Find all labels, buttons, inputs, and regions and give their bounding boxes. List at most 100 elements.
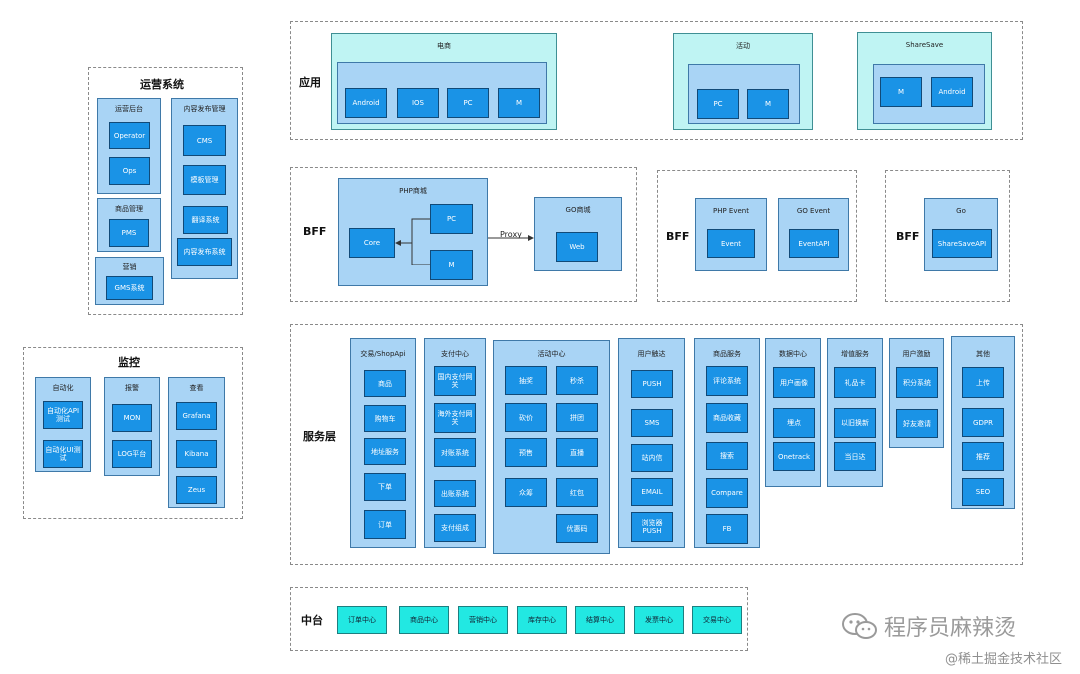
chip-group-buy: 拼团: [556, 403, 598, 432]
content-publish-title: 内容发布管理: [183, 105, 226, 113]
chip-ops: Ops: [109, 157, 150, 185]
chip-trade-order: 订单: [364, 510, 406, 539]
php-mall-title: PHP商城: [399, 187, 427, 195]
chip-seo: SEO: [962, 478, 1004, 506]
chip-lottery: 抽奖: [505, 366, 547, 395]
operations-system-title: 运营系统: [140, 78, 184, 91]
chip-gms: GMS系统: [106, 276, 153, 300]
chip-same-day: 当日达: [834, 442, 876, 471]
bff-section-1: [290, 167, 637, 302]
chip-ecom-pc: PC: [447, 88, 489, 118]
application-title: 应用: [299, 76, 321, 89]
middle-platform-title: 中台: [301, 614, 323, 627]
activity-center-title: 活动中心: [537, 350, 566, 358]
chip-event-api: EventAPI: [789, 229, 839, 258]
automation-title: 自动化: [52, 384, 74, 392]
php-event-title: PHP Event: [713, 207, 749, 215]
chip-reconciliation: 对账系统: [434, 438, 476, 467]
chip-activity-pc: PC: [697, 89, 739, 119]
watermark-community: @稀土掘金技术社区: [945, 652, 1063, 667]
chip-marketing-center: 营销中心: [458, 606, 508, 634]
chip-inbox: 站内信: [631, 444, 673, 472]
chip-product-center: 商品中心: [399, 606, 449, 634]
chip-operator: Operator: [109, 122, 150, 149]
chip-product-favorite: 商品收藏: [706, 403, 748, 433]
view-title: 查看: [189, 384, 204, 392]
chip-compare: Compare: [706, 478, 748, 508]
go-mall-title: GO商城: [565, 206, 591, 214]
value-added-title: 增值服务: [841, 350, 869, 358]
chip-php-pc: PC: [430, 204, 473, 234]
chip-log-platform: LOG平台: [112, 440, 152, 468]
chip-sms: SMS: [631, 409, 673, 437]
chip-red-packet: 红包: [556, 478, 598, 507]
alert-title: 报警: [125, 384, 139, 392]
chip-presale: 预售: [505, 438, 547, 467]
monitoring-title: 监控: [118, 356, 140, 369]
service-layer-section: [290, 324, 1023, 565]
chip-auto-api-test: 自动化API测试: [43, 401, 83, 429]
chip-trade-place-order: 下单: [364, 473, 406, 501]
arrow-to-go-mall: [528, 235, 534, 241]
chip-template-mgmt: 模板管理: [183, 165, 226, 195]
chip-kibana: Kibana: [176, 440, 217, 468]
chip-gdpr: GDPR: [962, 408, 1004, 437]
bff-section-3: [885, 170, 1010, 302]
chip-trade-in: 以旧换新: [834, 408, 876, 438]
chip-mon: MON: [112, 404, 152, 432]
chip-go-web: Web: [556, 232, 598, 262]
chip-review-system: 评论系统: [706, 366, 748, 396]
product-service-title: 商品服务: [713, 350, 741, 358]
ops-platform-title: 运营后台: [115, 105, 143, 113]
chip-payment-composition: 支付组成: [434, 514, 476, 542]
connector-pc-core: [411, 218, 430, 265]
proxy-label: Proxy: [500, 230, 522, 239]
bff-title-3: BFF: [896, 230, 920, 243]
bff-connector-lines: [395, 218, 534, 265]
chip-crowdfunding: 众筹: [505, 478, 547, 507]
chip-gift-card: 礼品卡: [834, 367, 876, 398]
chip-cms: CMS: [183, 125, 226, 156]
sharesave-app-title: ShareSave: [905, 41, 944, 49]
chip-ecom-ios: IOS: [397, 88, 439, 118]
chip-overseas-gateway: 海外支付网关: [434, 403, 476, 433]
marketing-title: 营销: [122, 263, 137, 271]
chip-inventory-center: 库存中心: [517, 606, 567, 634]
chip-event: Event: [707, 229, 755, 258]
chip-sharesave-api: ShareSaveAPI: [932, 229, 992, 258]
bff-section-2: [657, 170, 857, 302]
user-reach-title: 用户触达: [637, 350, 666, 358]
chip-browser-push: 浏览器PUSH: [631, 512, 673, 542]
chip-order-center: 订单中心: [337, 606, 387, 634]
ecom-app-title: 电商: [437, 42, 451, 50]
chip-ecom-android: Android: [345, 88, 387, 118]
chip-sharesave-m: M: [880, 77, 922, 107]
service-layer-title: 服务层: [303, 430, 336, 443]
chip-upload: 上传: [962, 367, 1004, 398]
application-section: [290, 21, 1023, 140]
chip-onetrack: Onetrack: [773, 442, 815, 471]
arrow-to-core: [395, 240, 401, 246]
others-title: 其他: [976, 350, 990, 358]
chip-flash-sale: 秒杀: [556, 366, 598, 395]
chip-content-publish: 内容发布系统: [177, 238, 232, 266]
wechat-icon: [842, 613, 877, 639]
chip-trade-cart: 购物车: [364, 405, 406, 432]
chip-payout: 出账系统: [434, 480, 476, 507]
watermark-author: 程序员麻辣烫: [884, 616, 1017, 641]
chip-activity-m: M: [747, 89, 789, 119]
go-event-title: GO Event: [796, 207, 831, 215]
bff-title-2: BFF: [666, 230, 690, 243]
chip-fb: FB: [706, 514, 748, 544]
chip-invoice-center: 发票中心: [634, 606, 684, 634]
chip-recommend: 推荐: [962, 442, 1004, 471]
chip-points-system: 积分系统: [896, 367, 938, 398]
chip-coupon-code: 优惠码: [556, 514, 598, 543]
payment-title: 支付中心: [441, 350, 469, 358]
monitoring-section: [23, 347, 243, 519]
chip-php-m: M: [430, 250, 473, 280]
chip-trade-address: 地址服务: [364, 438, 406, 465]
go-title: Go: [956, 207, 966, 215]
chip-settlement-center: 结算中心: [575, 606, 625, 634]
chip-push: PUSH: [631, 370, 673, 398]
